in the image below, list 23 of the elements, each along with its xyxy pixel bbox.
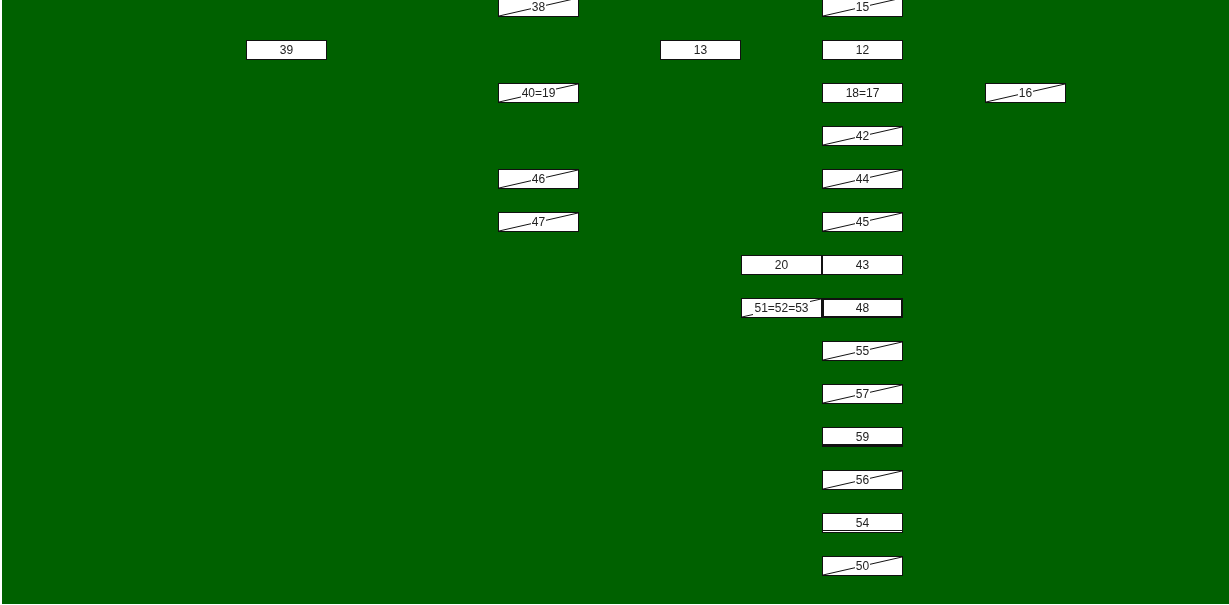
number-box: 15 [822,0,903,17]
number-box: 47 [498,212,579,232]
number-box: 43 [822,255,903,275]
number-box: 12 [822,40,903,60]
number-box: 40=19 [498,83,579,103]
number-box: 54 [822,513,903,533]
number-box: 51=52=53 [741,298,822,318]
number-box: 56 [822,470,903,490]
number-box: 48 [822,298,903,318]
number-box: 13 [660,40,741,60]
number-box: 46 [498,169,579,189]
number-box: 55 [822,341,903,361]
number-box: 20 [741,255,822,275]
number-box: 38 [498,0,579,17]
number-box: 44 [822,169,903,189]
number-box: 42 [822,126,903,146]
number-box: 57 [822,384,903,404]
number-box: 16 [985,83,1066,103]
number-box: 50 [822,556,903,576]
number-box: 18=17 [822,83,903,103]
number-box: 59 [822,427,903,447]
number-box: 45 [822,212,903,232]
number-box: 39 [246,40,327,60]
